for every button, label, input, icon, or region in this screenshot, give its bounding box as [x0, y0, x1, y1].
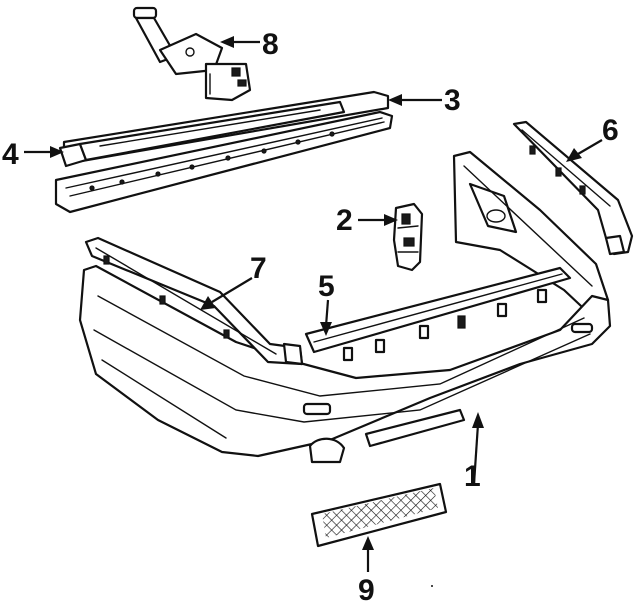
svg-text:4: 4 — [2, 138, 19, 171]
svg-text:1: 1 — [464, 460, 481, 493]
callout-2: 2 — [336, 204, 398, 237]
callout-8: 8 — [220, 28, 279, 61]
svg-text:9: 9 — [358, 574, 375, 605]
callout-5: 5 — [318, 270, 335, 336]
part-7-trim-strip — [84, 236, 304, 366]
speck — [431, 585, 433, 587]
part-5-retainer-strip — [304, 266, 572, 362]
callout-3: 3 — [388, 84, 461, 117]
part-9-reflector — [310, 482, 448, 548]
callout-4: 4 — [2, 138, 64, 171]
callout-7: 7 — [200, 252, 267, 310]
callout-6: 6 — [566, 114, 619, 162]
part-8-bracket — [132, 6, 252, 102]
part-2-bracket — [392, 202, 424, 272]
callout-9: 9 — [358, 536, 375, 605]
reinforcement-holes — [89, 131, 335, 191]
svg-text:7: 7 — [250, 252, 267, 285]
callout-1: 1 — [464, 412, 484, 493]
svg-text:5: 5 — [318, 270, 335, 303]
part-1-bumper-cover — [78, 264, 612, 464]
part-4-impact-absorber — [58, 100, 346, 168]
svg-text:8: 8 — [262, 28, 279, 61]
svg-text:2: 2 — [336, 204, 353, 237]
retainer-clips — [342, 288, 548, 362]
svg-text:3: 3 — [444, 84, 461, 117]
part-6-side-molding — [512, 120, 634, 256]
svg-text:6: 6 — [602, 114, 619, 147]
